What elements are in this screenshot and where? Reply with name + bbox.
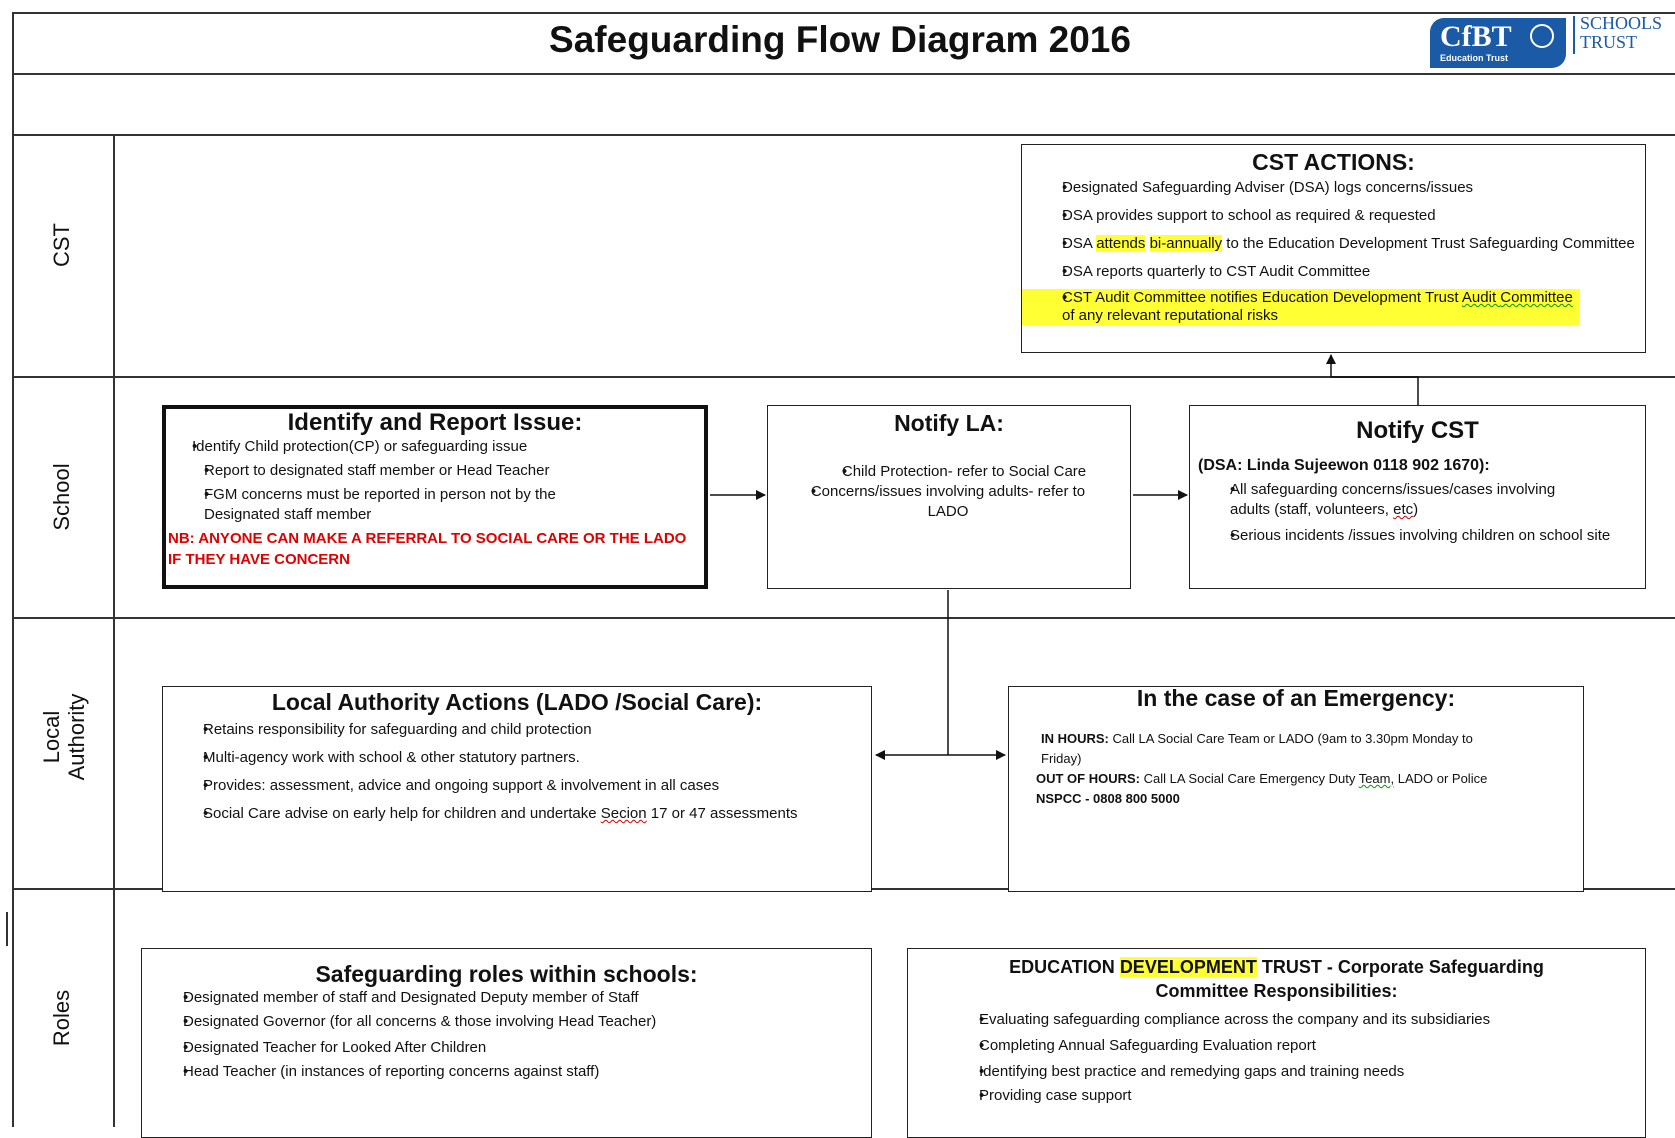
notify-cst-list: All safeguarding concerns/issues/cases i… xyxy=(1190,480,1645,546)
edt-committee-box: EDUCATION DEVELOPMENT TRUST - Corporate … xyxy=(907,948,1646,1138)
text-run: EDUCATION xyxy=(1009,957,1120,977)
text-run: Audit xyxy=(1461,289,1501,306)
list-item: Provides: assessment, advice and ongoing… xyxy=(163,777,871,795)
list-item: Designated Teacher for Looked After Chil… xyxy=(142,1039,871,1057)
list-item: All safeguarding concerns/issues/cases i… xyxy=(1190,480,1565,520)
in-hours-text: Call LA Social Care Team or LADO (9am to… xyxy=(1041,731,1473,766)
list-item: Serious incidents /issues involving chil… xyxy=(1190,526,1615,546)
list-item: DSA provides support to school as requir… xyxy=(1022,207,1645,225)
notify-cst-title: Notify CST xyxy=(1356,417,1479,444)
page-margin-mark xyxy=(6,912,8,946)
list-item: FGM concerns must be reported in person … xyxy=(166,485,614,525)
list-item: Designated member of staff and Designate… xyxy=(142,989,871,1007)
grid-title-bottom xyxy=(12,73,1675,75)
list-item-highlighted: CST Audit Committee notifies Education D… xyxy=(1022,289,1580,325)
list-item: Multi-agency work with school & other st… xyxy=(163,749,871,767)
list-item: Evaluating safeguarding compliance acros… xyxy=(908,1011,1645,1029)
logo-divider xyxy=(1573,16,1575,54)
list-item: Child Protection- refer to Social Care xyxy=(768,462,1130,482)
roles-school-box: Safeguarding roles within schools: Desig… xyxy=(141,948,872,1138)
text-run: DSA xyxy=(1062,235,1097,252)
emergency-details: IN HOURS: Call LA Social Care Team or LA… xyxy=(1009,729,1583,809)
lane-label-school: School xyxy=(49,463,74,531)
in-hours-label: IN HOURS: xyxy=(1041,731,1109,746)
page-title: Safeguarding Flow Diagram 2016 xyxy=(549,19,1131,60)
cst-actions-title: CST ACTIONS: xyxy=(1252,149,1415,175)
roles-school-title: Safeguarding roles within schools: xyxy=(315,961,698,987)
list-item: Social Care advise on early help for chi… xyxy=(163,805,801,823)
edt-title-line2: Committee Responsibilities: xyxy=(1155,981,1398,1001)
in-hours-line: IN HOURS: Call LA Social Care Team or LA… xyxy=(1041,729,1483,769)
highlight-attends: attends xyxy=(1096,235,1146,252)
arrow-notify-cst-to-actions xyxy=(1326,354,1419,405)
text-run: CST Audit Committee notifies Education D… xyxy=(1062,289,1462,306)
cfbt-logo: CfBT Education Trust SCHOOLS TRUST xyxy=(1430,14,1670,70)
grid-lane-divider xyxy=(113,134,115,1127)
highlight-bi-annually: bi-annually xyxy=(1149,235,1223,252)
grid-left xyxy=(12,12,14,1127)
la-actions-list: Retains responsibility for safeguarding … xyxy=(163,721,871,823)
text-run: TRUST - Corporate Safeguarding xyxy=(1256,957,1544,977)
logo-side-text: SCHOOLS TRUST xyxy=(1580,14,1662,52)
lane-label-roles: Roles xyxy=(49,989,74,1047)
grid-school-top xyxy=(12,376,1675,378)
la-actions-box: Local Authority Actions (LADO /Social Ca… xyxy=(162,686,872,892)
logo-main-text: CfBT xyxy=(1440,20,1512,53)
lane-label-cst: CST xyxy=(49,223,74,267)
dsa-contact: (DSA: Linda Sujeewon 0118 902 1670): xyxy=(1198,457,1490,474)
list-item: Identifying best practice and remedying … xyxy=(908,1063,1645,1081)
emergency-box: In the case of an Emergency: IN HOURS: C… xyxy=(1008,685,1584,892)
list-item: DSA reports quarterly to CST Audit Commi… xyxy=(1022,263,1645,281)
text-run: of any relevant reputational risks xyxy=(1062,307,1278,324)
notify-la-list: Child Protection- refer to Social Care C… xyxy=(768,462,1130,522)
list-item: Completing Annual Safeguarding Evaluatio… xyxy=(908,1037,1645,1055)
text-run: to the Education Development Trust Safeg… xyxy=(1222,235,1635,252)
grid-cst-top xyxy=(12,134,1675,136)
edt-title: EDUCATION DEVELOPMENT TRUST - Corporate … xyxy=(908,955,1645,1003)
text-run xyxy=(1145,235,1149,252)
cst-actions-list: Designated Safeguarding Adviser (DSA) lo… xyxy=(1022,179,1645,325)
logo-sub-text: Education Trust xyxy=(1440,53,1509,63)
logo-badge: CfBT Education Trust xyxy=(1430,18,1566,68)
list-item: Designated Governor (for all concerns & … xyxy=(142,1013,871,1031)
list-item: DSA attends bi-annually to the Education… xyxy=(1022,235,1645,253)
emergency-title: In the case of an Emergency: xyxy=(1136,685,1456,711)
highlight-development: DEVELOPMENT xyxy=(1119,957,1257,977)
notify-la-title: Notify LA: xyxy=(894,410,1004,436)
identify-title: Identify and Report Issue: xyxy=(287,409,583,436)
list-item: Retains responsibility for safeguarding … xyxy=(163,721,871,739)
grid-la-top xyxy=(12,617,1675,619)
list-item: Concerns/issues involving adults- refer … xyxy=(768,482,1130,522)
nspcc-line: NSPCC - 0808 800 5000 xyxy=(1036,791,1180,806)
referral-note: NB: ANYONE CAN MAKE A REFERRAL TO SOCIAL… xyxy=(168,530,687,568)
out-of-hours-line: OUT OF HOURS: Call LA Social Care Emerge… xyxy=(1036,769,1503,789)
la-actions-title: Local Authority Actions (LADO /Social Ca… xyxy=(271,689,763,715)
logo-emblem-icon xyxy=(1530,24,1554,48)
identify-list: Identify Child protection(CP) or safegua… xyxy=(166,437,704,525)
grid-top xyxy=(12,12,1675,14)
notify-cst-box: Notify CST (DSA: Linda Sujeewon 0118 902… xyxy=(1189,405,1646,589)
out-of-hours-text: Call LA Social Care Emergency Duty Team,… xyxy=(1143,771,1488,786)
logo-side-line2: TRUST xyxy=(1580,32,1638,52)
list-item: Identify Child protection(CP) or safegua… xyxy=(158,437,704,457)
logo-side-line1: SCHOOLS xyxy=(1580,13,1663,33)
notify-la-box: Notify LA: Child Protection- refer to So… xyxy=(767,405,1131,589)
list-item: Providing case support xyxy=(908,1087,1645,1105)
roles-school-list: Designated member of staff and Designate… xyxy=(142,989,871,1081)
list-item: Designated Safeguarding Adviser (DSA) lo… xyxy=(1022,179,1645,197)
edt-list: Evaluating safeguarding compliance acros… xyxy=(908,1011,1645,1105)
text-run: Committee xyxy=(1500,289,1573,306)
list-item: Head Teacher (in instances of reporting … xyxy=(142,1063,871,1081)
cst-actions-box: CST ACTIONS: Designated Safeguarding Adv… xyxy=(1021,144,1646,353)
out-of-hours-label: OUT OF HOURS: xyxy=(1036,771,1140,786)
identify-report-box: Identify and Report Issue: Identify Chil… xyxy=(162,405,708,589)
list-item: Report to designated staff member or Hea… xyxy=(166,461,704,481)
